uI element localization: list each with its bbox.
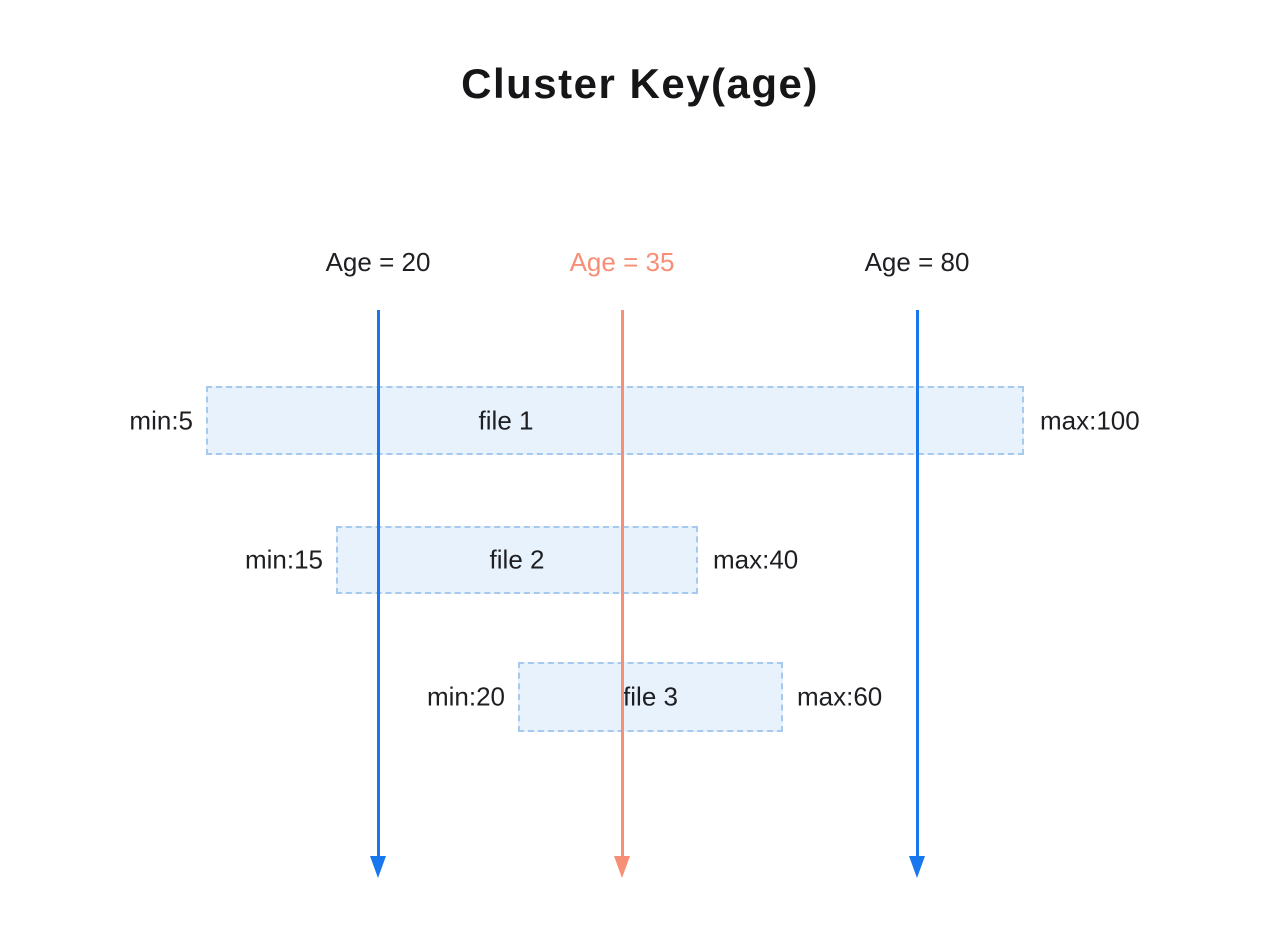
file-2-min-label: min:15 [244, 544, 323, 575]
age-80-arrow-shaft [915, 310, 919, 858]
file-1-label: file 1 [478, 405, 534, 435]
file-3-max-label: max:60 [797, 681, 883, 712]
arrow-down-icon [909, 856, 925, 878]
diagram-title: Cluster Key(age) [461, 60, 819, 107]
file-3-label: file 3 [623, 681, 678, 712]
arrow-down-icon [614, 856, 630, 878]
arrow-down-icon [370, 856, 386, 878]
file-1-range-box: file 1 [206, 386, 1024, 455]
file-2-max-label: max:40 [713, 544, 799, 575]
file-2-label: file 2 [489, 544, 545, 575]
age-label-35: Age = 35 [569, 247, 675, 277]
file-3-min-label: min:20 [426, 681, 505, 712]
file-2-range-box: file 2 [336, 526, 698, 594]
file-1-max-label: max:100 [1040, 405, 1140, 436]
age-label-20: Age = 20 [325, 247, 431, 277]
file-1-min-label: min:5 [129, 405, 193, 436]
age-35-arrow-shaft [620, 310, 624, 858]
age-20-arrow-shaft [376, 310, 380, 858]
file-3-range-box: file 3 [518, 662, 783, 732]
age-label-80: Age = 80 [864, 247, 970, 277]
